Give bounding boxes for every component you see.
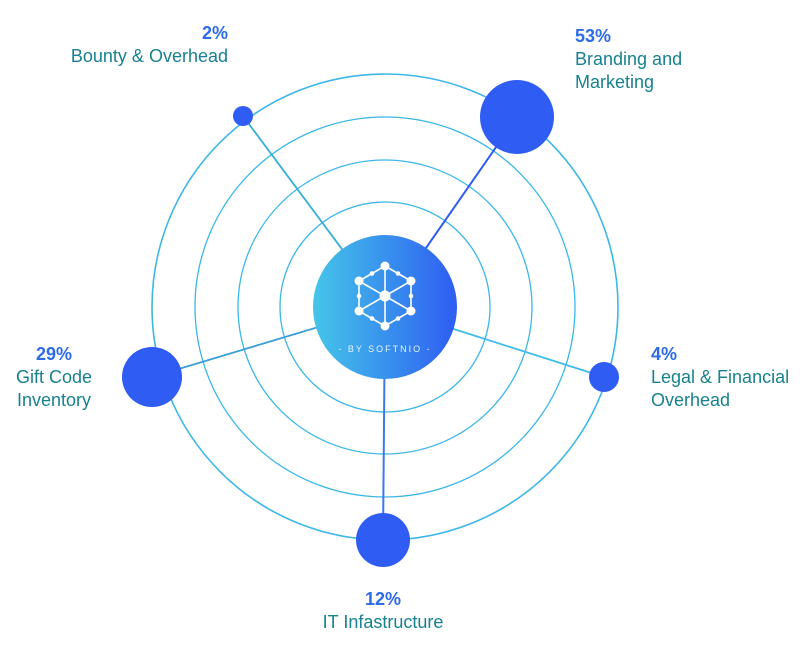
pct-legal: 4% [651, 344, 678, 364]
ring-2 [237, 159, 533, 455]
node-gift [122, 347, 182, 407]
softnio-logo-icon [354, 261, 416, 331]
label-legal-financial: 4% Legal & Financial Overhead [651, 343, 809, 412]
pct-it: 12% [364, 589, 402, 609]
label-gift-code: 29% Gift Code Inventory [0, 343, 108, 412]
category-legal: Legal & Financial Overhead [651, 367, 790, 410]
node-legal [589, 362, 619, 392]
category-branding: Branding and Marketing [575, 49, 683, 92]
node-it [356, 513, 410, 567]
ring-3 [194, 116, 576, 498]
label-bounty-overhead: 2% Bounty & Overhead [26, 22, 228, 68]
node-branding [480, 80, 554, 154]
pct-gift: 29% [35, 344, 73, 364]
pct-bounty: 2% [201, 23, 228, 43]
category-it: IT Infastructure [322, 612, 444, 632]
center-caption: - BY SOFTNIO - [338, 344, 432, 354]
pct-branding: 53% [575, 26, 612, 46]
category-gift: Gift Code Inventory [15, 367, 93, 410]
category-bounty: Bounty & Overhead [70, 46, 228, 66]
label-it-infrastructure: 12% IT Infastructure [300, 588, 466, 634]
node-bounty [233, 106, 253, 126]
label-branding-marketing: 53% Branding and Marketing [575, 25, 725, 94]
